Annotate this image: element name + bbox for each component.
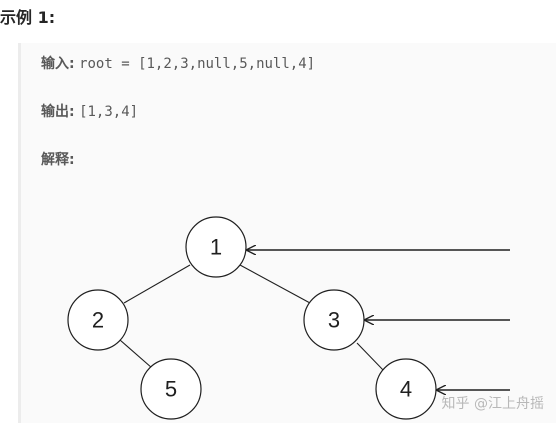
explanation-label: 解释: [41,152,75,168]
output-value: [1,3,4] [79,104,139,120]
example-block: 输入: root = [1,2,3,null,5,null,4] 输出: [1,… [18,43,556,423]
node-label-4: 4 [400,377,412,402]
node-label-5: 5 [165,377,177,402]
output-line: 输出: [1,3,4] [41,101,138,121]
tree-node-2: 2 [67,289,129,351]
watermark: 知乎 @江上舟摇 [441,396,544,412]
node-label-2: 2 [92,308,104,333]
edge-1-3 [239,264,311,304]
edge-2-5 [119,339,153,369]
output-label: 输出: [41,104,75,120]
tree-node-1: 1 [185,216,247,278]
edge-1-2 [123,264,191,304]
tree-node-4: 4 [375,358,437,420]
explanation-line: 解释: [41,149,75,169]
tree-node-3: 3 [303,289,365,351]
input-label: 输入: [41,56,75,72]
input-line: 输入: root = [1,2,3,null,5,null,4] [41,53,315,73]
node-label-1: 1 [210,235,222,260]
tree-node-5: 5 [140,358,202,420]
edge-3-4 [356,342,386,373]
example-title: 示例 1: [0,8,56,27]
node-label-3: 3 [328,308,340,333]
input-value: root = [1,2,3,null,5,null,4] [79,56,316,72]
